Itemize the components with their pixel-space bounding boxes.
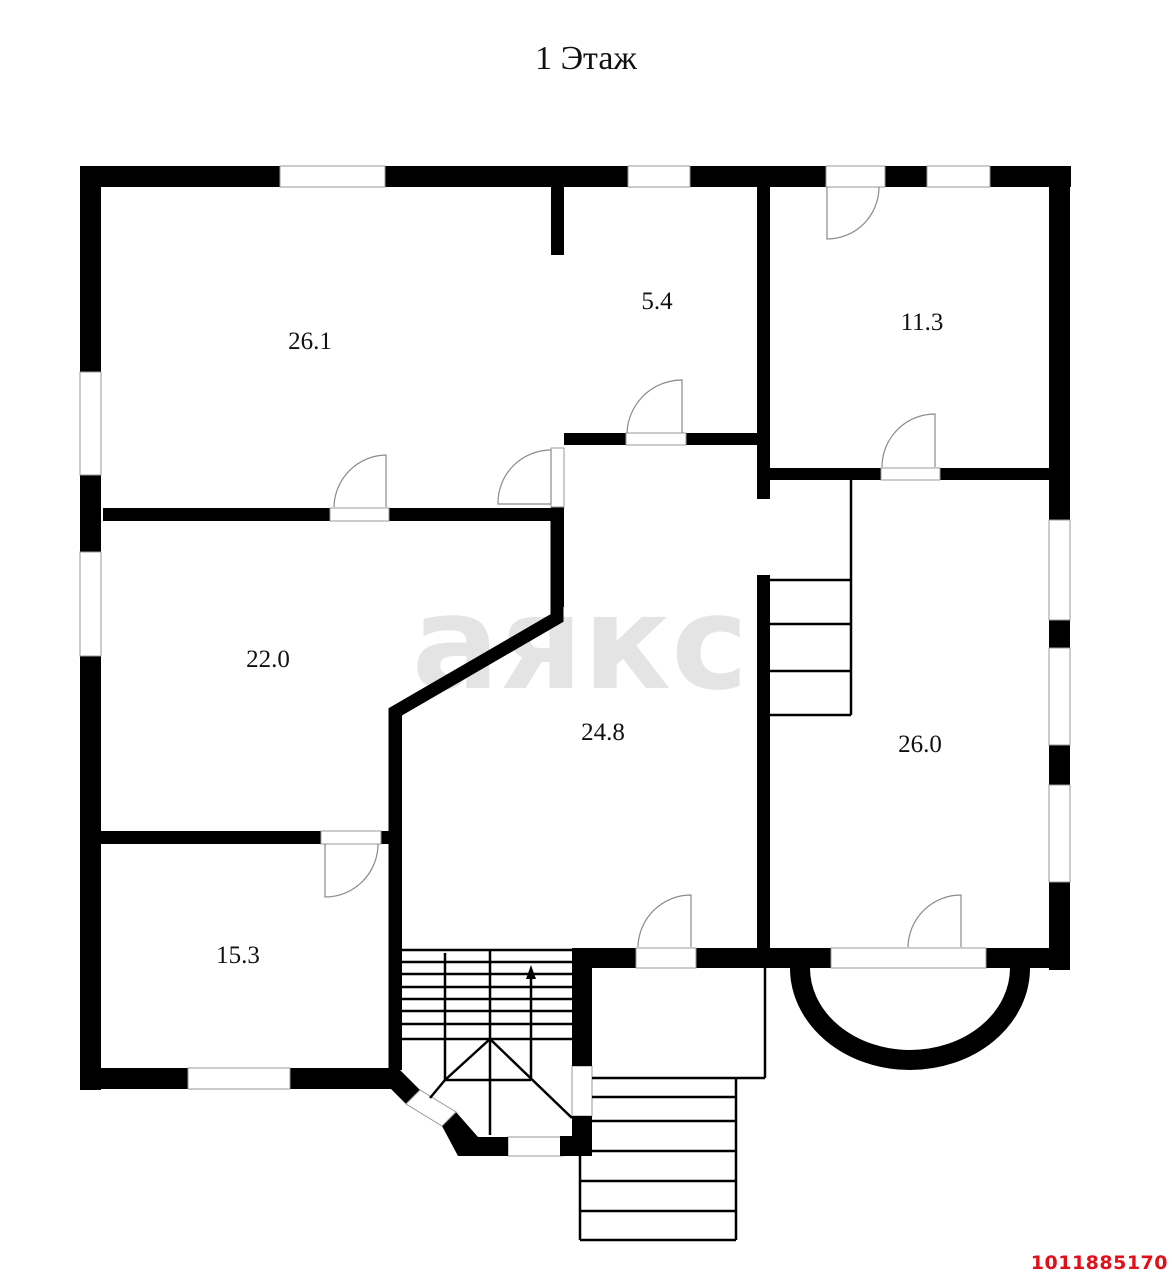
entry-porch: [578, 968, 767, 1242]
window-openings: [79, 165, 1071, 1157]
floor-title: 1 Этаж: [535, 40, 637, 77]
door-swings: [324, 186, 962, 948]
room-area-label: 15.3: [216, 942, 260, 969]
bay-window-wall: [790, 967, 1030, 1070]
room-area-label: 26.0: [898, 731, 942, 758]
stair-bay-window: [405, 1089, 457, 1127]
listing-id: 1011885170: [1030, 1252, 1168, 1274]
door-openings: [320, 432, 987, 969]
room-area-label: 24.8: [581, 719, 625, 746]
room-area-label: 26.1: [288, 328, 332, 355]
stair-bay-walls: [389, 1068, 508, 1156]
room-area-label: 11.3: [901, 309, 944, 336]
diagonal-wall: [388, 514, 564, 1070]
stair-up-arrow-icon: [526, 965, 536, 979]
watermark-logo: аякс: [412, 567, 749, 719]
interior-stair: [770, 480, 853, 717]
main-stair: [402, 948, 573, 1135]
room-area-label: 22.0: [246, 646, 290, 673]
room-area-label: 5.4: [641, 288, 673, 315]
